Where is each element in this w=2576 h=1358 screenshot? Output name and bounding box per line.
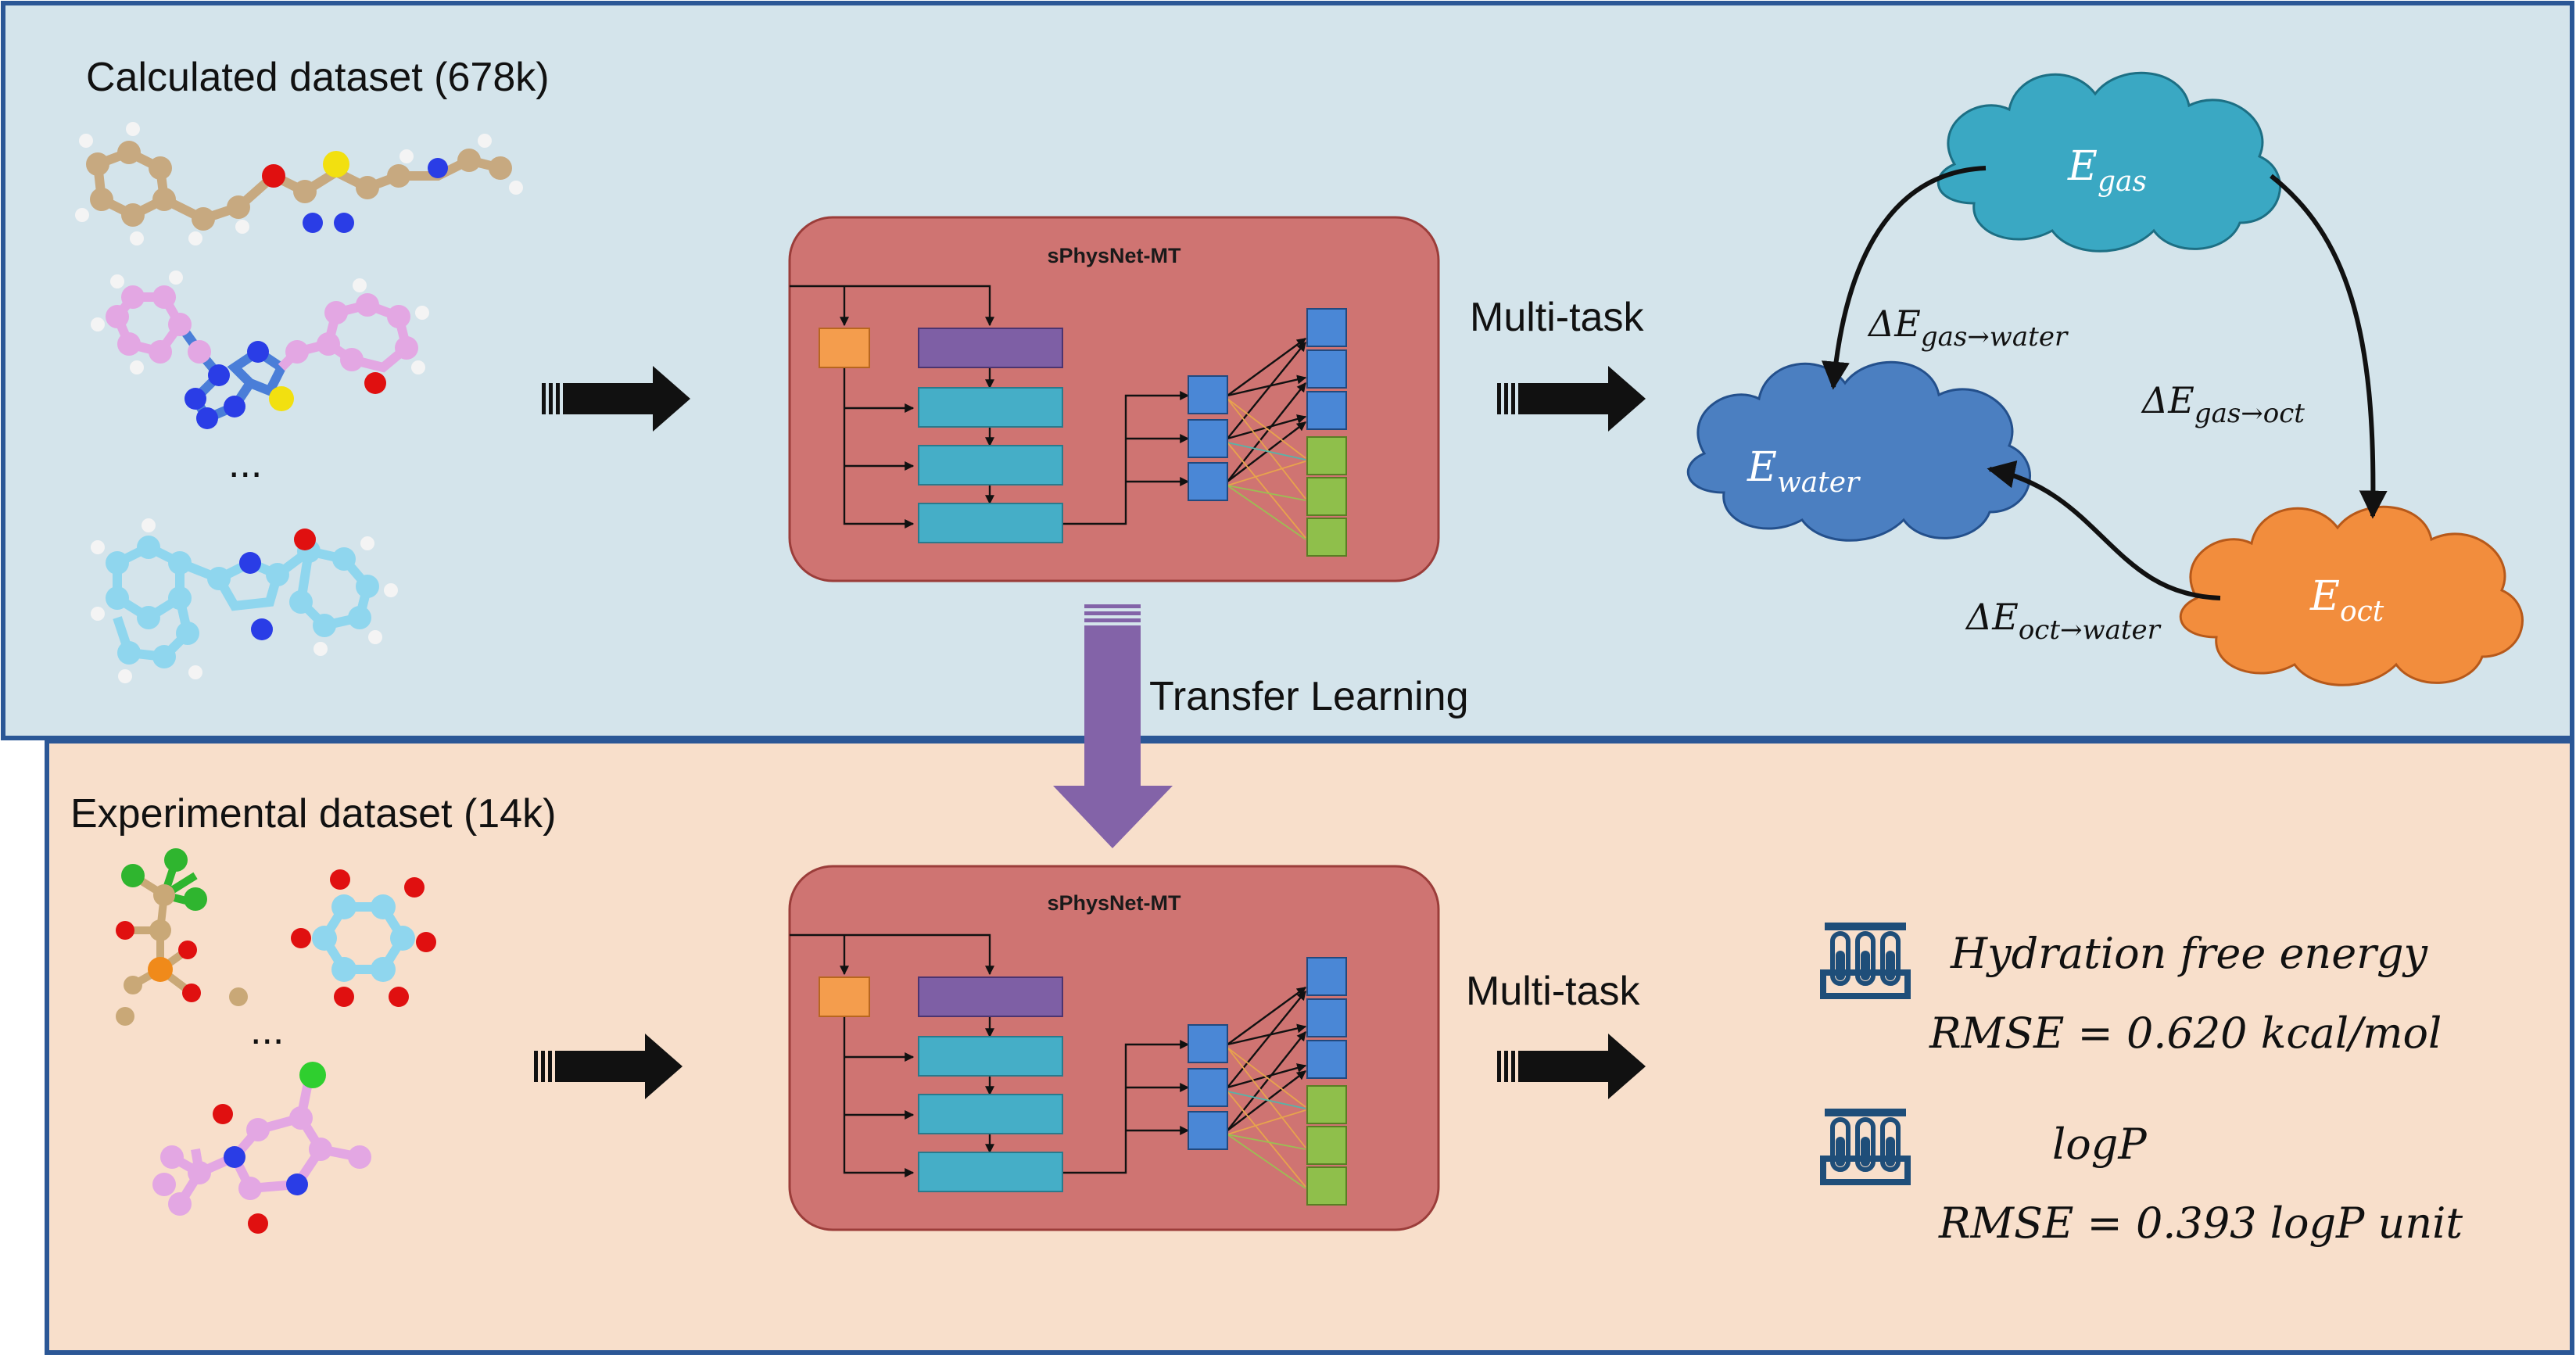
gas-to-water-arrow bbox=[1822, 166, 1987, 390]
experimental-dataset-title: Experimental dataset (14k) bbox=[70, 791, 556, 837]
oct-energy-label: Eoct bbox=[2309, 573, 2384, 628]
hydration-task-label: Hydration free energy bbox=[1950, 929, 2429, 978]
molecule-calculated-2 bbox=[91, 271, 429, 429]
gas-energy-label: Egas bbox=[2067, 143, 2147, 198]
energy-cycle bbox=[1686, 71, 2524, 686]
experimental-ellipsis: ... bbox=[250, 1008, 284, 1053]
bottom-model bbox=[790, 866, 1438, 1230]
molecule-experimental-1 bbox=[116, 848, 248, 1026]
oct-to-water-arrow bbox=[1987, 460, 2221, 600]
hydration-rmse-label: RMSE = 0.620 kcal/mol bbox=[1929, 1009, 2442, 1058]
transfer-learning-arrow bbox=[1053, 604, 1173, 848]
calculated-ellipsis: ... bbox=[228, 441, 262, 486]
bottom-model-title: sPhysNet-MT bbox=[1047, 891, 1181, 915]
logp-task-label: logP bbox=[2052, 1120, 2148, 1169]
water-energy-label: Ewater bbox=[1747, 444, 1861, 499]
molecule-experimental-3 bbox=[152, 1062, 371, 1234]
oct-to-water-label: ΔEoct→water bbox=[1965, 596, 2162, 646]
top-multitask-label: Multi-task bbox=[1470, 295, 1644, 340]
gas-to-oct-arrow bbox=[2270, 174, 2388, 519]
transfer-learning-label: Transfer Learning bbox=[1149, 674, 1469, 719]
molecule-experimental-2 bbox=[291, 869, 436, 1007]
top-model bbox=[790, 217, 1438, 581]
calculated-dataset-title: Calculated dataset (678k) bbox=[86, 55, 550, 100]
molecule-calculated-3 bbox=[91, 518, 398, 683]
gas-to-oct-label: ΔEgas→oct bbox=[2141, 379, 2305, 429]
molecule-calculated-1 bbox=[75, 122, 523, 245]
bottom-multitask-label: Multi-task bbox=[1466, 969, 1640, 1014]
gas-to-water-label: ΔEgas→water bbox=[1867, 303, 2069, 353]
top-model-title: sPhysNet-MT bbox=[1047, 244, 1181, 267]
logp-rmse-label: RMSE = 0.393 logP unit bbox=[1938, 1199, 2463, 1248]
